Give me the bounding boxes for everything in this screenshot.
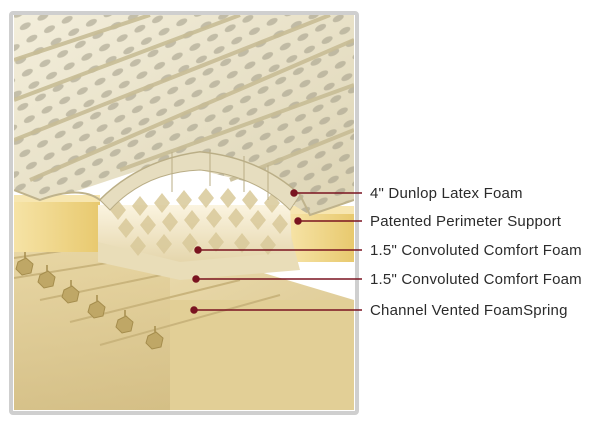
label-perimeter-support: Patented Perimeter Support — [370, 213, 562, 230]
leader-lines — [190, 189, 362, 314]
label-convoluted-1: 1.5" Convoluted Comfort Foam — [370, 242, 582, 259]
leader-dot-convoluted-1 — [194, 246, 202, 254]
convoluted-foam-layers — [98, 188, 300, 280]
foamspring-layer — [14, 237, 354, 410]
label-convoluted-2: 1.5" Convoluted Comfort Foam — [370, 271, 582, 288]
dunlop-latex-layer — [14, 15, 354, 217]
leader-dot-convoluted-2 — [192, 275, 200, 283]
image-frame — [9, 11, 359, 415]
callout-labels: 4" Dunlop Latex Foam Patented Perimeter … — [370, 185, 582, 319]
leader-dot-dunlop-latex — [290, 189, 298, 197]
label-dunlop-latex: 4" Dunlop Latex Foam — [370, 185, 523, 202]
leader-dot-perimeter-support — [294, 217, 302, 225]
leader-dot-foamspring — [190, 306, 198, 314]
label-foamspring: Channel Vented FoamSpring — [370, 302, 568, 319]
